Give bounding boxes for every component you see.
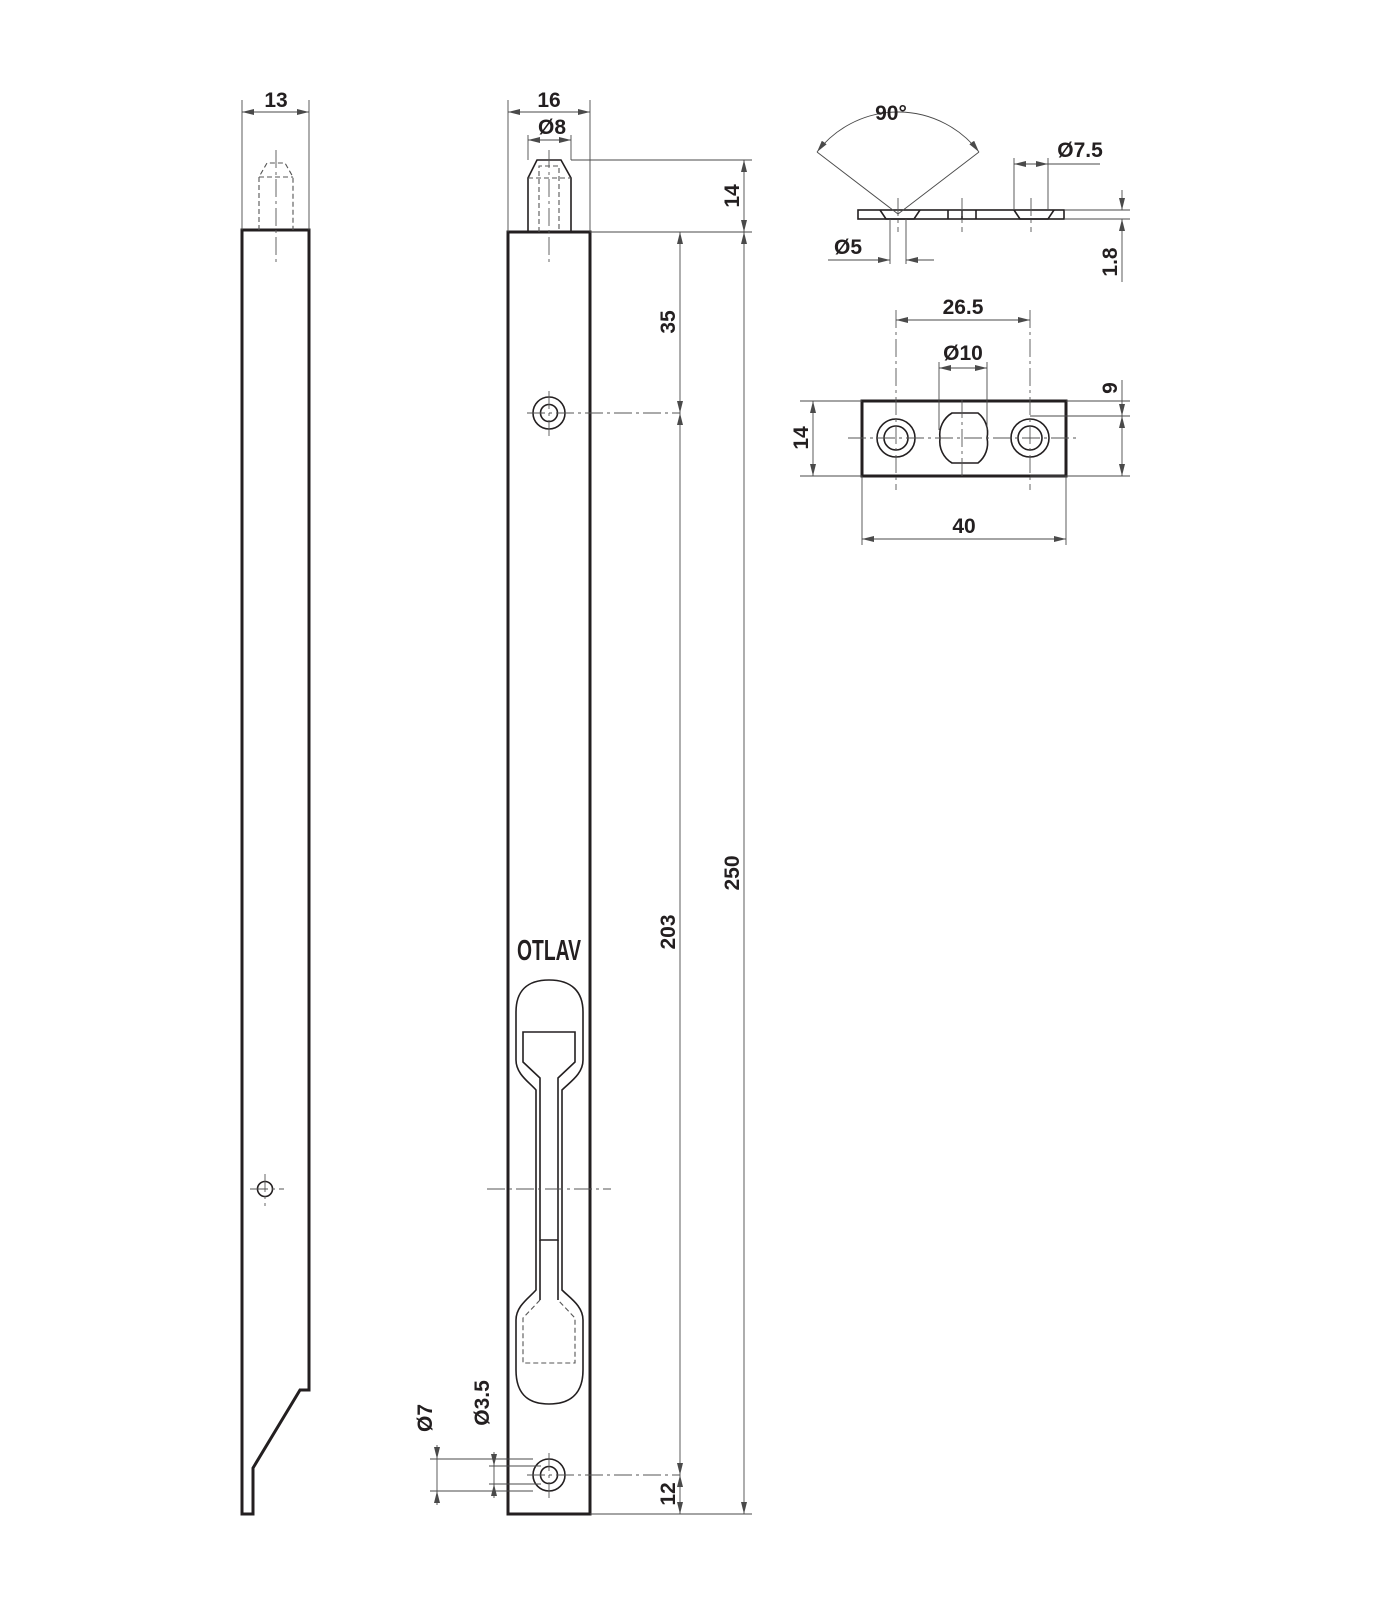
front-width-label: 16 (537, 89, 560, 112)
hole-outer-diameter-label: Ø7 (414, 1404, 437, 1432)
keeper-section-view: 90° Ø7.5 Ø5 1.8 (816, 102, 1130, 282)
pin-length-label: 14 (721, 184, 744, 208)
keeper-section-plate (857, 209, 1065, 220)
keeper-height-label: 14 (790, 426, 813, 450)
hole-inner-diameter-label: Ø3.5 (471, 1380, 494, 1426)
side-view: 13 (240, 89, 311, 1516)
keeper-plan-plate (860, 399, 1068, 478)
countersink-angle-label: 90° (875, 102, 907, 125)
keeper-plan-view: 26.5 Ø10 9 14 40 (790, 296, 1130, 545)
bottom-hole-offset-label: 12 (657, 1482, 680, 1505)
top-hole-offset-label: 35 (657, 310, 680, 334)
lever-slot (487, 979, 611, 1405)
keeper-bolt-hole-diameter-label: Ø10 (943, 342, 983, 365)
keeper-length-label: 40 (952, 515, 975, 538)
pin-diameter-label: Ø8 (538, 116, 566, 139)
lever-handle (522, 1031, 576, 1241)
hole-spacing-label: 203 (657, 914, 680, 949)
keeper-hole-diameter-label: Ø5 (834, 236, 862, 259)
top-screw-hole (527, 391, 680, 436)
keeper-hole-offset-label: 9 (1099, 382, 1122, 394)
front-view-pin (527, 159, 572, 232)
bottom-screw-hole (527, 1453, 680, 1498)
side-view-pin-hidden (258, 162, 294, 230)
keeper-hole-spacing-label: 26.5 (943, 296, 984, 319)
brand-logo-text: OTLAV (517, 935, 581, 967)
keeper-thickness-label: 1.8 (1099, 247, 1122, 277)
total-length-label: 250 (721, 855, 744, 890)
side-view-body (240, 228, 311, 1516)
side-width-label: 13 (264, 89, 287, 112)
keeper-countersink-diameter-label: Ø7.5 (1057, 139, 1103, 162)
front-view: OTLAV 16 Ø8 (414, 89, 752, 1516)
